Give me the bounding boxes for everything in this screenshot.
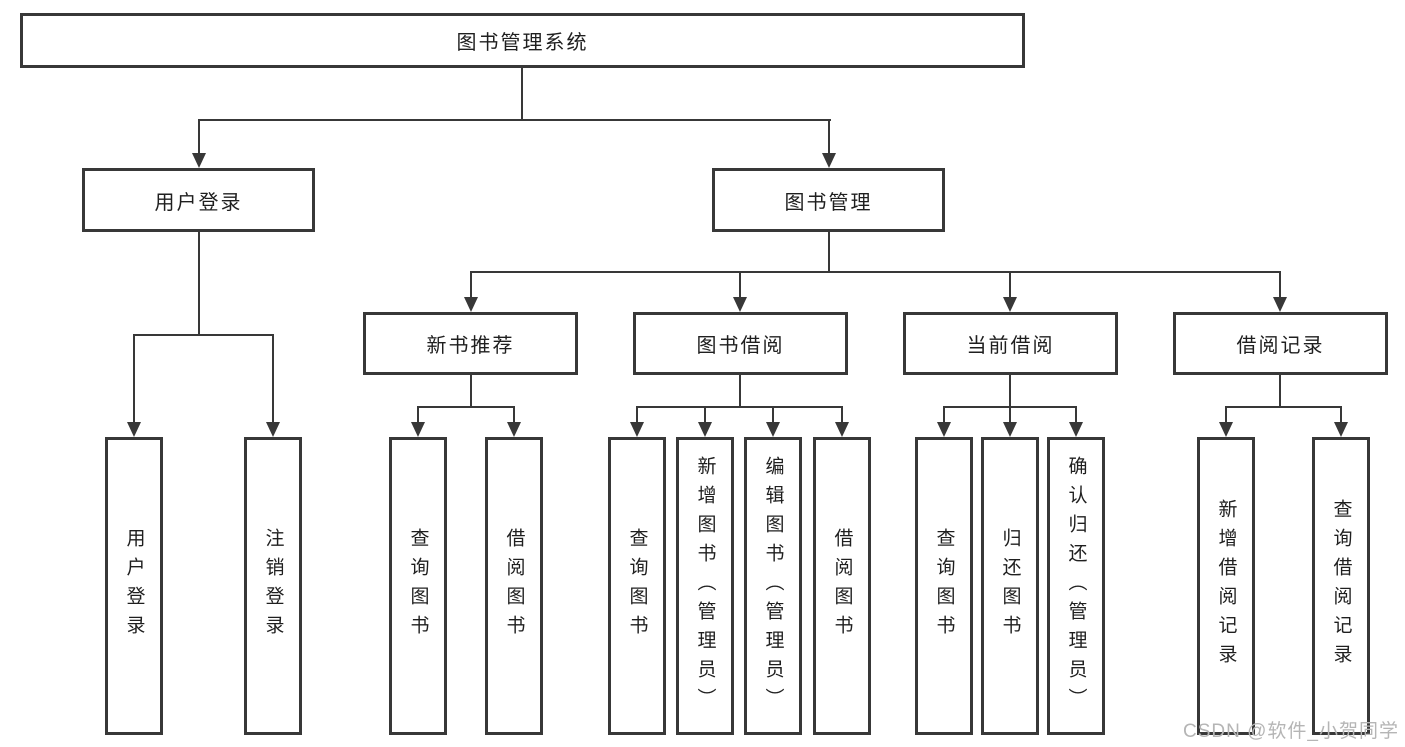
leaf-logout: 注销登录 <box>244 437 302 735</box>
arrow-down-icon <box>266 422 280 437</box>
arrow-down-icon <box>937 422 951 437</box>
arrow-down-icon <box>835 422 849 437</box>
connector-user-stem <box>198 232 200 336</box>
arrow-down-icon <box>464 297 478 312</box>
node-book-management: 图书管理 <box>712 168 945 232</box>
connector-drop <box>636 406 638 423</box>
arrow-down-icon <box>733 297 747 312</box>
arrow-down-icon <box>1003 297 1017 312</box>
leaf-borrow-query: 查询图书 <box>608 437 666 735</box>
connector-drop <box>133 334 135 423</box>
connector-level2-bar <box>198 119 831 121</box>
leaf-record-add: 新增借阅记录 <box>1197 437 1255 735</box>
leaf-current-confirm-admin-label: 确认归还（管理员） <box>1065 455 1087 717</box>
node-library-system: 图书管理系统 <box>20 13 1025 68</box>
leaf-current-return-label: 归还图书 <box>999 528 1021 644</box>
leaf-record-query: 查询借阅记录 <box>1312 437 1370 735</box>
connector-drop <box>198 119 200 154</box>
node-borrow-records: 借阅记录 <box>1173 312 1388 375</box>
connector-drop <box>1225 406 1227 423</box>
leaf-current-query: 查询图书 <box>915 437 973 735</box>
arrow-down-icon <box>698 422 712 437</box>
connector-drop <box>513 406 515 423</box>
leaf-borrow-edit-admin: 编辑图书（管理员） <box>744 437 802 735</box>
arrow-down-icon <box>1069 422 1083 437</box>
arrow-down-icon <box>1273 297 1287 312</box>
connector-level3-bar <box>470 271 1281 273</box>
arrow-down-icon <box>192 153 206 168</box>
leaf-newbook-borrow-label: 借阅图书 <box>503 528 525 644</box>
connector-stem <box>470 375 472 408</box>
connector-drop <box>1009 271 1011 298</box>
leaf-borrow-add-admin-label: 新增图书（管理员） <box>694 455 716 717</box>
connector-drop <box>272 334 274 423</box>
leaf-current-query-label: 查询图书 <box>933 528 955 644</box>
node-book-borrow: 图书借阅 <box>633 312 848 375</box>
connector-drop <box>841 406 843 423</box>
node-new-book-recommend: 新书推荐 <box>363 312 578 375</box>
leaf-user-login-label: 用户登录 <box>123 528 145 644</box>
connector-user-bar <box>133 334 274 336</box>
connector-stem <box>1279 375 1281 408</box>
connector-drop <box>470 271 472 298</box>
connector-stem <box>739 375 741 408</box>
leaf-current-confirm-admin: 确认归还（管理员） <box>1047 437 1105 735</box>
connector-drop <box>1075 406 1077 423</box>
leaf-newbook-query: 查询图书 <box>389 437 447 735</box>
arrow-down-icon <box>1219 422 1233 437</box>
node-book-management-label: 图书管理 <box>784 191 873 214</box>
node-user-login-label: 用户登录 <box>154 191 243 214</box>
arrow-down-icon <box>822 153 836 168</box>
node-borrow-records-label: 借阅记录 <box>1236 335 1325 357</box>
connector-drop <box>1279 271 1281 298</box>
arrow-down-icon <box>127 422 141 437</box>
leaf-borrow-add-admin: 新增图书（管理员） <box>676 437 734 735</box>
leaf-user-login: 用户登录 <box>105 437 163 735</box>
arrow-down-icon <box>411 422 425 437</box>
leaf-logout-label: 注销登录 <box>262 528 284 644</box>
arrow-down-icon <box>766 422 780 437</box>
connector-leaf-bar <box>636 406 843 408</box>
node-current-borrow-label: 当前借阅 <box>966 335 1055 357</box>
node-current-borrow: 当前借阅 <box>903 312 1118 375</box>
leaf-borrow-query-label: 查询图书 <box>626 528 648 644</box>
connector-drop <box>772 406 774 423</box>
node-library-system-label: 图书管理系统 <box>456 32 589 54</box>
leaf-borrow-book-label: 借阅图书 <box>831 528 853 644</box>
leaf-newbook-query-label: 查询图书 <box>407 528 429 644</box>
node-user-login: 用户登录 <box>82 168 315 232</box>
arrow-down-icon <box>507 422 521 437</box>
leaf-borrow-edit-admin-label: 编辑图书（管理员） <box>762 455 784 717</box>
arrow-down-icon <box>1334 422 1348 437</box>
connector-mgmt-stem <box>828 232 830 273</box>
connector-drop <box>1009 406 1011 423</box>
connector-drop <box>417 406 419 423</box>
leaf-borrow-book: 借阅图书 <box>813 437 871 735</box>
connector-stem <box>1009 375 1011 408</box>
node-new-book-recommend-label: 新书推荐 <box>426 335 515 357</box>
arrow-down-icon <box>1003 422 1017 437</box>
leaf-current-return: 归还图书 <box>981 437 1039 735</box>
leaf-record-query-label: 查询借阅记录 <box>1330 499 1352 673</box>
leaf-newbook-borrow: 借阅图书 <box>485 437 543 735</box>
node-book-borrow-label: 图书借阅 <box>696 335 785 357</box>
connector-drop <box>704 406 706 423</box>
connector-root-stem <box>521 68 523 120</box>
connector-drop <box>828 119 830 154</box>
connector-leaf-bar <box>417 406 515 408</box>
connector-drop <box>943 406 945 423</box>
leaf-record-add-label: 新增借阅记录 <box>1215 499 1237 673</box>
connector-drop <box>739 271 741 298</box>
connector-drop <box>1340 406 1342 423</box>
arrow-down-icon <box>630 422 644 437</box>
csdn-watermark: CSDN @软件_小贺同学 <box>1183 721 1399 742</box>
connector-leaf-bar <box>1225 406 1342 408</box>
